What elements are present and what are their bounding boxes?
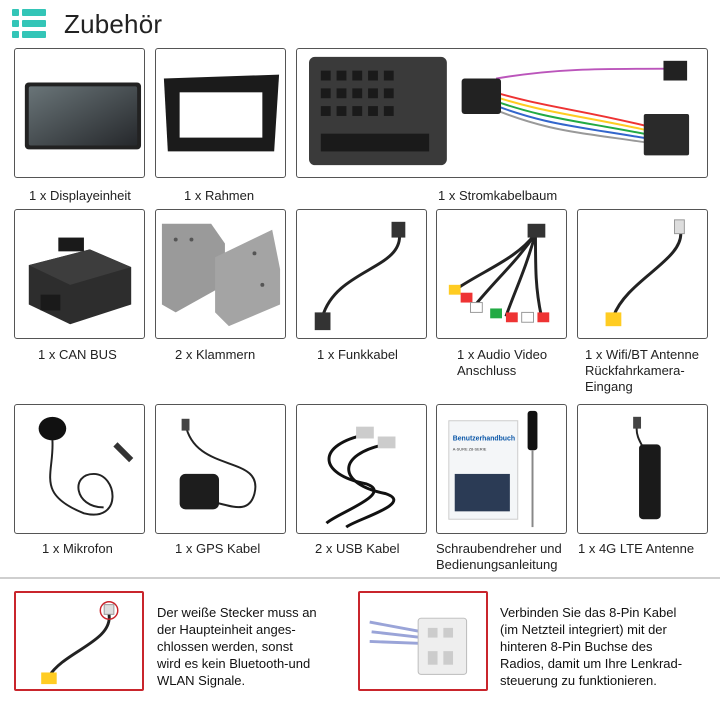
item-radio-cable: [296, 209, 427, 339]
item-label: 1 x Stromkabelbaum: [438, 188, 558, 203]
audio-video-image: [448, 223, 550, 323]
item-label: 2 x USB Kabel: [315, 541, 400, 556]
power-harness-image: [309, 56, 690, 166]
can-bus-image: [28, 237, 132, 325]
item-4g-antenna: [577, 404, 708, 534]
item-label: 1 x Funkkabel: [317, 347, 398, 362]
item-screwdriver-manual: Benutzerhandbuch A-SURE Z8-SERIE: [436, 404, 567, 534]
item-microphone: [14, 404, 145, 534]
item-label: 1 x Displayeinheit: [29, 188, 131, 203]
item-label: 1 x Wifi/BT Antenne Rückfahrkamera- Eing…: [585, 347, 699, 394]
item-can-bus: [14, 209, 145, 339]
brackets-image: [161, 223, 281, 327]
item-audio-video: [436, 209, 567, 339]
microphone-image: [38, 416, 134, 516]
manual-cover-title: Benutzerhandbuch: [453, 435, 515, 442]
gps-cable-image: [179, 418, 257, 510]
note-text-wifi: Der weiße Stecker muss an der Haupteinhe…: [157, 605, 317, 688]
display-unit-image: [24, 82, 142, 150]
item-frame: [155, 48, 286, 178]
item-label: 1 x GPS Kabel: [175, 541, 261, 556]
page-title: Zubehör: [64, 8, 163, 39]
item-label: 1 x Rahmen: [184, 188, 255, 203]
note-image-wifi-connector: [14, 591, 144, 691]
note-text-8pin: Verbinden Sie das 8-Pin Kabel (im Netzte…: [500, 605, 683, 688]
radio-cable-image: [314, 221, 406, 331]
item-brackets: [155, 209, 286, 339]
item-label: 1 x CAN BUS: [38, 347, 117, 362]
item-label: 2 x Klammern: [175, 347, 256, 362]
item-wifi-bt-antenna: [577, 209, 708, 339]
frame-image: [163, 74, 280, 152]
8pin-connector-image: [369, 617, 468, 675]
4g-antenna-image: [633, 416, 661, 520]
manual-cover-subtitle: A-SURE Z8-SERIE: [453, 446, 487, 451]
note-image-8pin-connector: [358, 591, 488, 691]
section-divider: [0, 577, 720, 579]
item-label: 1 x 4G LTE Antenne: [578, 541, 695, 556]
item-gps-cable: [155, 404, 286, 534]
item-usb-cable: [296, 404, 427, 534]
item-label: Schraubendreher und Bedienungsanleitung: [436, 541, 562, 572]
usb-cable-image: [325, 426, 396, 529]
item-label: 1 x Mikrofon: [42, 541, 113, 556]
item-display-unit: [14, 48, 145, 178]
wifi-bt-antenna-image: [605, 219, 685, 327]
screwdriver-manual-image: Benutzerhandbuch A-SURE Z8-SERIE: [448, 410, 538, 528]
item-label: 1 x Audio Video Anschluss: [457, 347, 548, 378]
list-icon: [12, 9, 46, 39]
item-power-harness: [296, 48, 708, 178]
wifi-connector-image: [41, 601, 119, 685]
section-header: Zubehör: [12, 6, 162, 42]
